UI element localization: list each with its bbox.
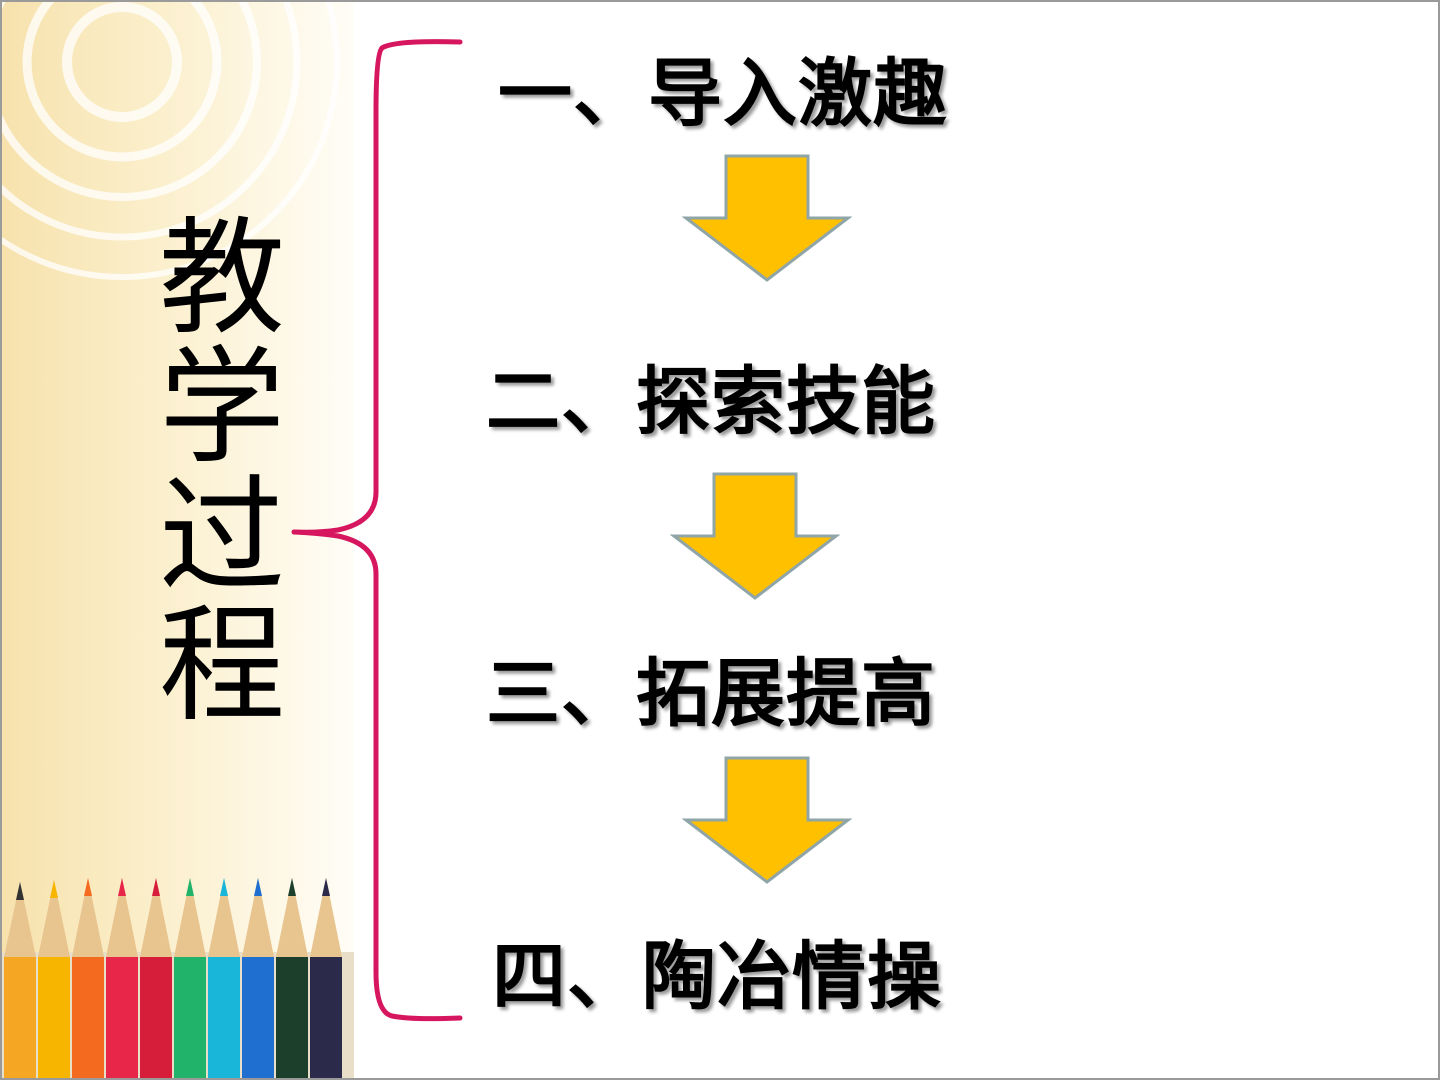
step-2-label: 二、探索技能 (486, 359, 936, 445)
down-arrow-icon (682, 154, 852, 282)
step-3-label: 三、拓展提高 (486, 651, 936, 737)
title-char: 程 (159, 592, 285, 739)
step-4-label: 四、陶冶情操 (492, 934, 942, 1020)
decorative-side-panel (2, 2, 354, 1078)
decorative-sun-and-pencils-image (2, 2, 354, 1078)
down-arrow-icon (670, 472, 840, 600)
vertical-title: 教 学 过 程 (152, 214, 292, 730)
step-1-label: 一、导入激趣 (498, 51, 948, 137)
title-char: 教 (159, 205, 285, 352)
title-char: 过 (159, 463, 285, 610)
title-char: 学 (159, 334, 285, 481)
pencils (4, 878, 342, 1078)
down-arrow-icon (682, 756, 852, 884)
